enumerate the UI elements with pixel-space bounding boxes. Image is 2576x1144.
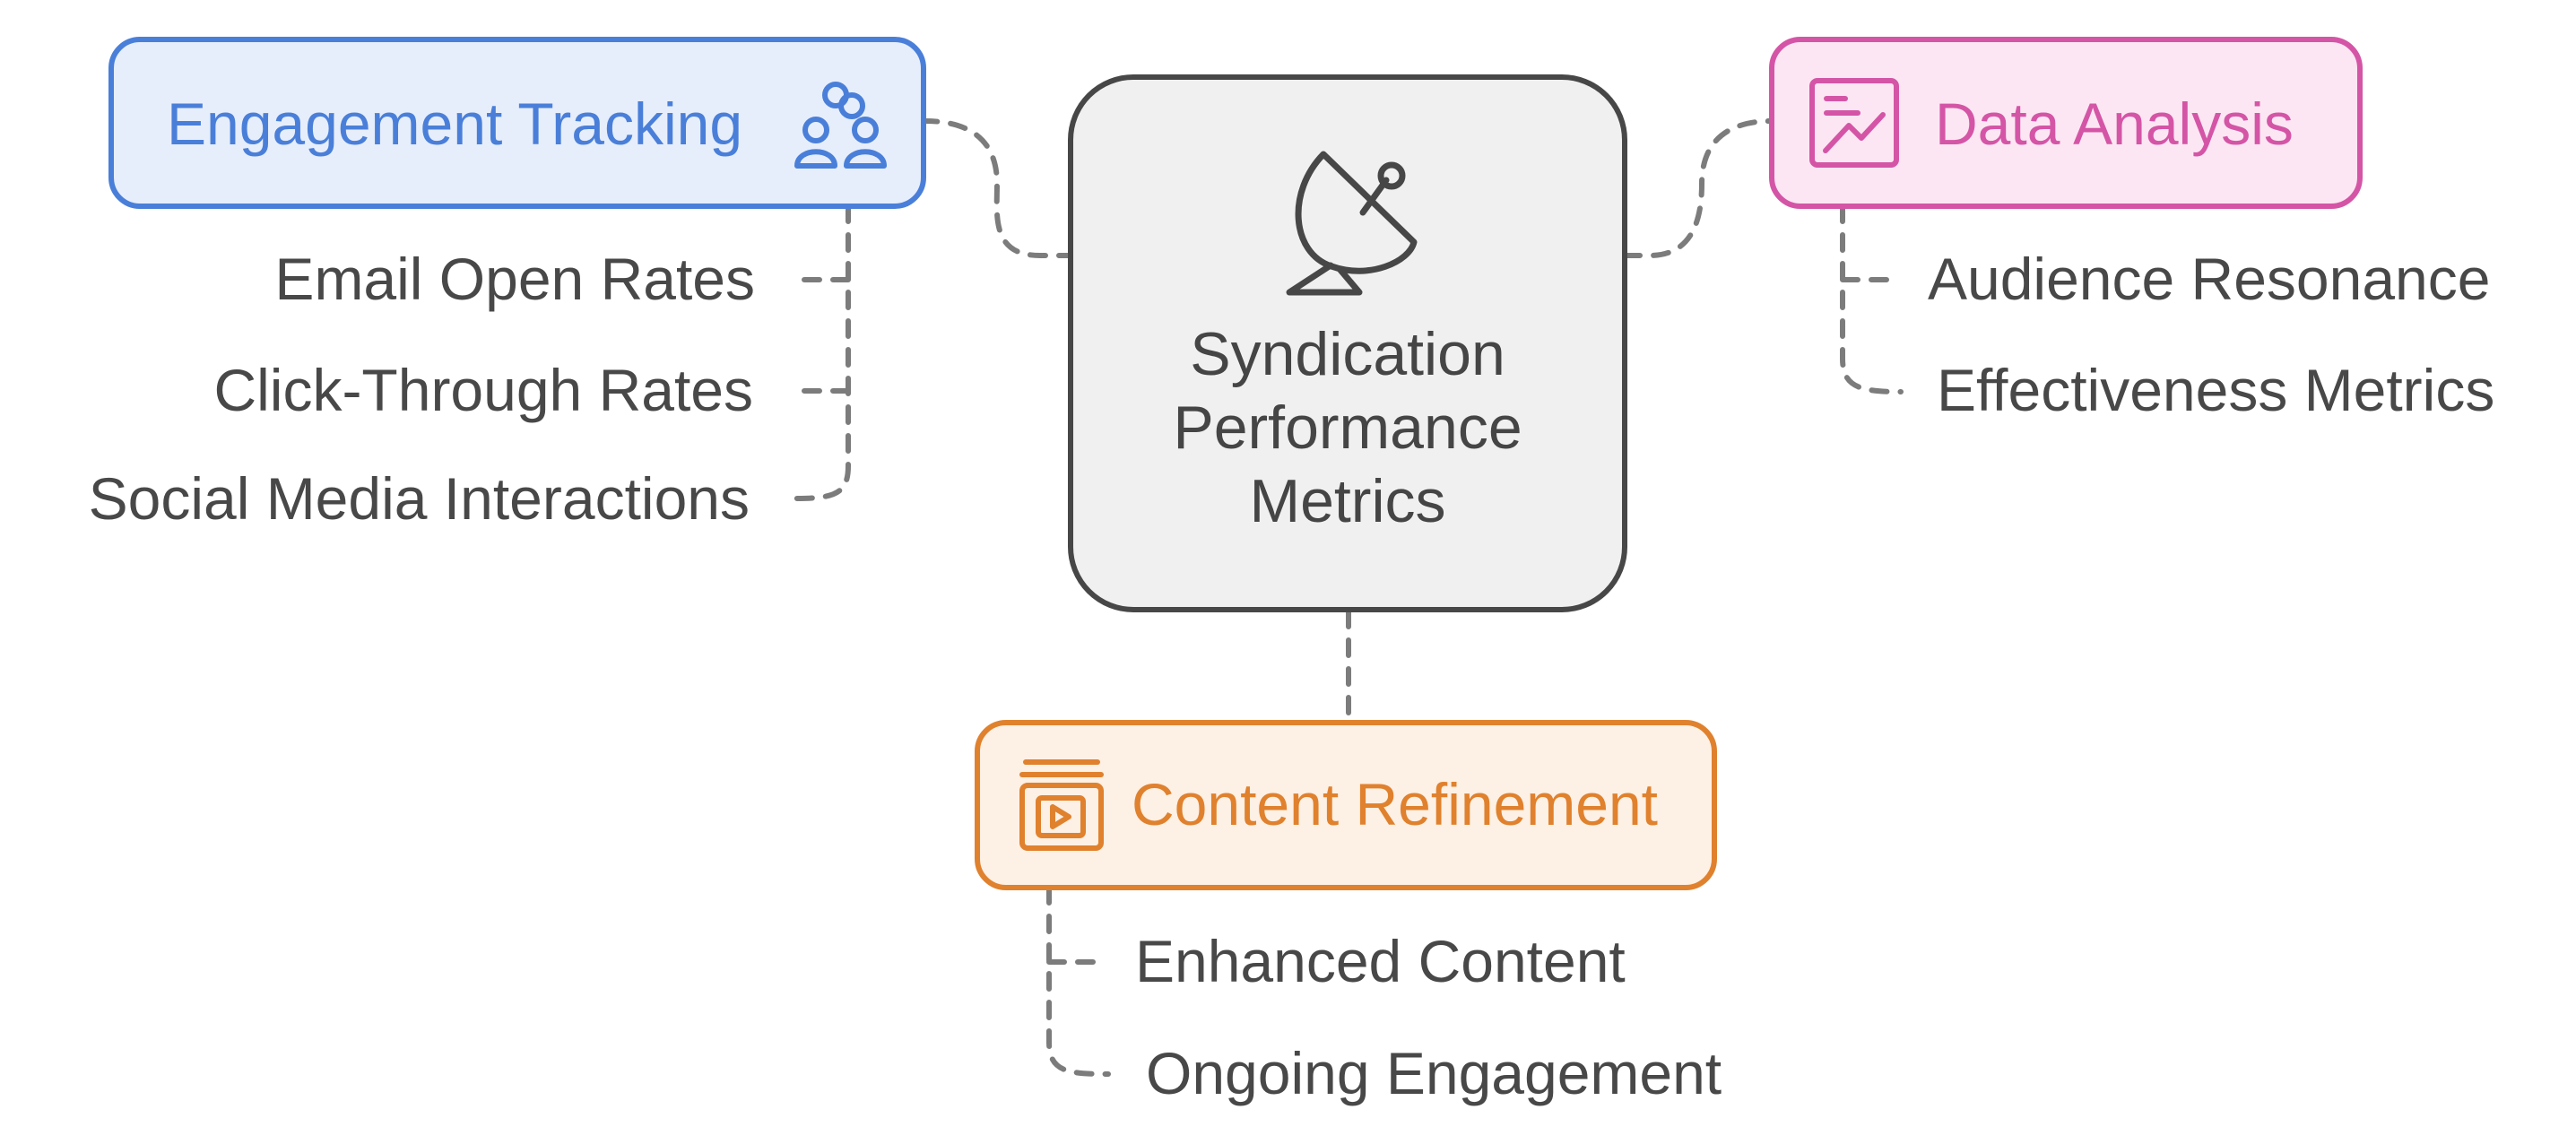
connector-center-analysis: [1622, 118, 1774, 258]
leaf-email-open-rates: Email Open Rates: [274, 246, 755, 312]
video-content-icon: [1019, 759, 1104, 851]
engagement-node-box: [108, 37, 926, 209]
refinement-node: Content Refinement: [975, 720, 1717, 890]
engagement-node: Engagement Tracking: [108, 37, 926, 209]
analysis-node: Data Analysis: [1769, 37, 2363, 209]
connector-engagement-trunk: [788, 204, 851, 501]
leaf-audience-resonance: Audience Resonance: [1928, 246, 2490, 312]
connector-center-engagement: [923, 118, 1077, 258]
analysis-node-title: Data Analysis: [1935, 91, 2294, 157]
connectors: [788, 118, 1904, 1077]
leaf-effectiveness-metrics: Effectiveness Metrics: [1937, 357, 2494, 423]
analysis-node-box: [1769, 37, 2363, 209]
leaf-enhanced-content: Enhanced Content: [1135, 928, 1626, 994]
chart-analysis-icon: [1809, 78, 1899, 168]
people-link-icon: [794, 82, 887, 169]
center-title-line-3: Metrics: [1249, 467, 1445, 535]
connector-refinement-trunk: [1046, 885, 1111, 1077]
connector-analysis-trunk: [1840, 204, 1904, 394]
refinement-node-title: Content Refinement: [1132, 771, 1658, 837]
engagement-node-title: Engagement Tracking: [167, 91, 742, 157]
center-node-box: [1068, 74, 1627, 612]
refinement-node-box: [975, 720, 1717, 890]
leaf-ongoing-engagement: Ongoing Engagement: [1146, 1040, 1722, 1106]
center-title-line-2: Performance: [1173, 394, 1522, 462]
satellite-dish-icon: [1286, 151, 1418, 296]
center-title-line-1: Syndication: [1190, 320, 1505, 388]
leaf-click-through-rates: Click-Through Rates: [213, 357, 753, 423]
leaf-social-media-interactions: Social Media Interactions: [89, 465, 750, 532]
center-node: Syndication Performance Metrics: [1068, 74, 1627, 612]
